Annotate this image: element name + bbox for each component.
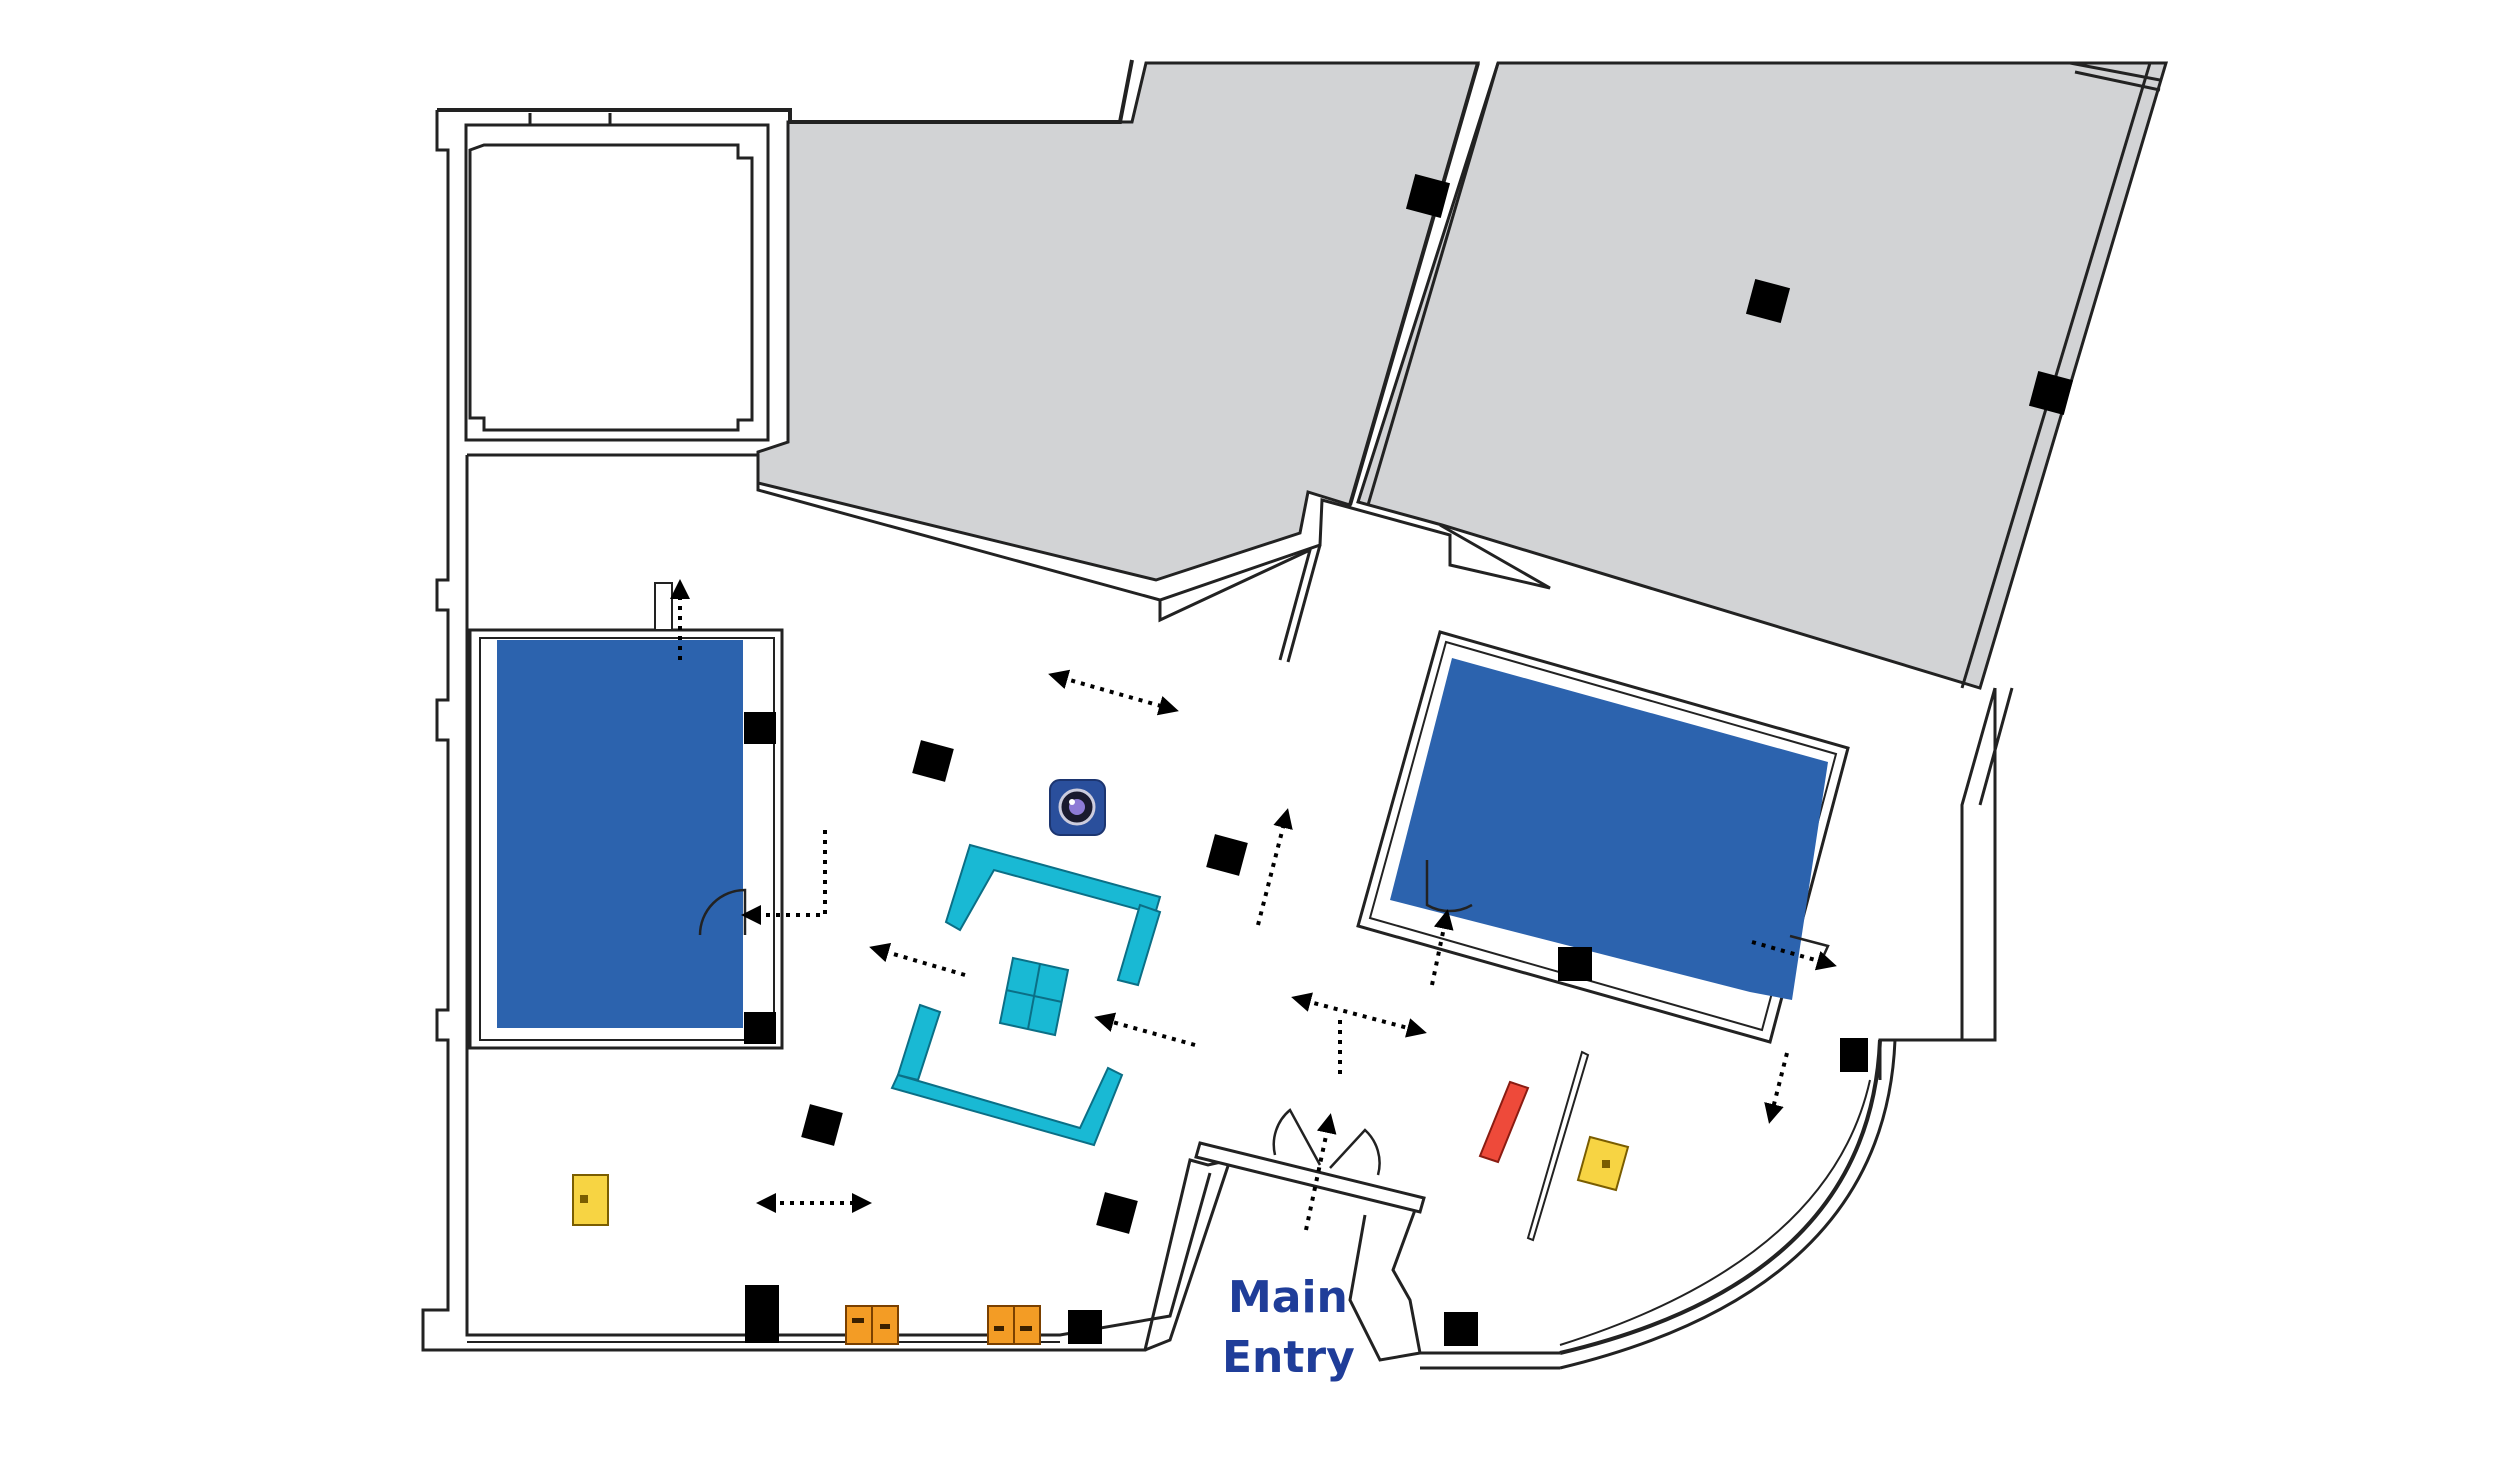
floor-edge-bottom [465, 1040, 1212, 1337]
grey-right-stub-2 [2074, 70, 2161, 92]
door-swing [1272, 1108, 1322, 1166]
outer-wall-left-2 [421, 110, 1231, 1352]
main-entry-label-line1: Main [1228, 1272, 1348, 1323]
red-counter [1478, 1080, 1530, 1164]
column [1840, 1038, 1868, 1072]
flow-arrow [1048, 669, 1179, 716]
column [745, 1285, 779, 1343]
entry-wall-right [1348, 1209, 1422, 1362]
grey-area-right [1356, 61, 2169, 690]
storage-room [464, 123, 770, 442]
bench-bottom [890, 1066, 1124, 1147]
column [1444, 1312, 1478, 1346]
bench-right [1116, 903, 1162, 987]
partition-wall-2 [1366, 62, 1500, 506]
exhibit-room-left [497, 640, 743, 1028]
column [1405, 173, 1451, 219]
exhibit-room-left-inner [479, 637, 775, 1041]
yellow-box-right [1576, 1135, 1630, 1192]
partition-wall [1348, 62, 1480, 506]
exhibit-room-right-inner [1368, 640, 1838, 1032]
column [1206, 834, 1248, 876]
yellow-box-left [572, 1174, 609, 1226]
center-table-grid [1005, 989, 1063, 1003]
exhibit-room-right [1390, 658, 1828, 1000]
wall-diagonal [1158, 547, 1313, 661]
bench-left [896, 1003, 942, 1082]
flow-arrows [670, 579, 1837, 1231]
column [1745, 278, 1791, 324]
flow-arrow [869, 942, 966, 977]
curved-wall-2 [1559, 1039, 1897, 1370]
wall-stub [654, 582, 673, 631]
outer-wall-left [437, 59, 1134, 124]
column [801, 1104, 843, 1146]
flow-arrow [1430, 909, 1454, 986]
curved-wall-3 [1559, 1079, 1871, 1346]
column [2028, 370, 2074, 416]
orange-box [845, 1305, 899, 1345]
curved-wall [1559, 1039, 1882, 1355]
wall-diagonal-2 [1286, 544, 1322, 663]
flow-arrow [1094, 1012, 1196, 1047]
column [744, 1012, 776, 1044]
grey-right-stub [2069, 61, 2161, 82]
flow-arrow [1751, 940, 1837, 971]
storage-room-inner [468, 143, 754, 432]
grey-right-edge [1960, 62, 2152, 689]
column [1558, 947, 1592, 981]
grey-area-left [756, 61, 1480, 582]
door-swing [698, 888, 747, 936]
orange-box [987, 1305, 1041, 1345]
flow-arrow [1256, 808, 1293, 926]
column [1068, 1310, 1102, 1344]
outer-wall-right-vertical [1962, 688, 1997, 1042]
display-wall [1526, 1050, 1590, 1242]
bench-top [944, 843, 1162, 932]
column [1096, 1192, 1138, 1234]
flow-arrow [1764, 1052, 1789, 1124]
column [912, 740, 954, 782]
main-entry-label-line2: Entry [1222, 1332, 1355, 1383]
entry-threshold [1194, 1141, 1426, 1214]
camera-icon[interactable] [1049, 779, 1106, 836]
right-stub [1878, 1038, 1962, 1080]
door-swing [1329, 1128, 1381, 1176]
outer-wall-inner [467, 453, 1551, 602]
outer-wall-right [1960, 687, 1997, 1040]
flow-arrow [1291, 992, 1427, 1038]
column [744, 712, 776, 744]
entry-wall-left [1144, 1159, 1232, 1352]
